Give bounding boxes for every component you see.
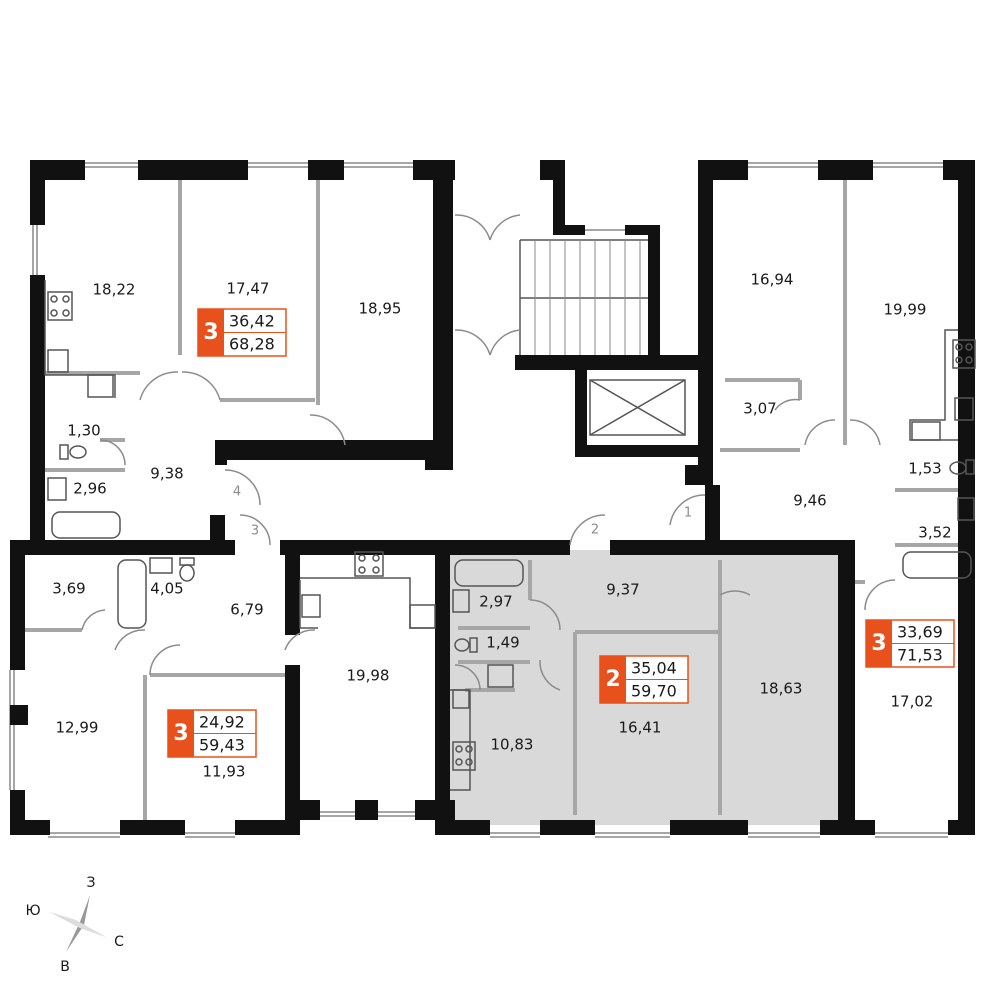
apartment-total-area: 71,53 bbox=[897, 646, 943, 665]
apartment-badge-rooms-bg bbox=[168, 710, 194, 757]
room-area-label: 16,41 bbox=[619, 719, 662, 737]
entrance-markers: 4 3 2 1 bbox=[233, 485, 692, 539]
room-area-label: 19,98 bbox=[347, 667, 390, 685]
apartment-badge-rooms-bg bbox=[866, 620, 892, 667]
room-area-label: 12,99 bbox=[56, 719, 99, 737]
entrance-number: 3 bbox=[251, 524, 259, 539]
apartment-living-area: 36,42 bbox=[229, 312, 275, 331]
room-area-label: 18,63 bbox=[760, 680, 803, 698]
room-labels: 18,22 17,47 18,95 1,30 9,38 2,96 3,69 4,… bbox=[52, 271, 951, 781]
room-area-label: 10,83 bbox=[491, 736, 534, 754]
apartment-badge[interactable]: 3 24,92 59,43 bbox=[167, 709, 257, 758]
room-area-label: 1,49 bbox=[486, 634, 519, 652]
compass-east-label: С bbox=[114, 934, 124, 950]
room-area-label: 17,47 bbox=[227, 280, 270, 298]
apartment-badge[interactable]: 2 35,04 59,70 bbox=[599, 655, 689, 704]
compass-west-label: Ю bbox=[25, 903, 40, 919]
compass-rose: З Ю С В bbox=[25, 875, 124, 975]
room-area-label: 18,22 bbox=[93, 281, 136, 299]
compass-icon bbox=[50, 895, 106, 952]
partitions bbox=[25, 180, 975, 820]
room-area-label: 17,02 bbox=[891, 693, 934, 711]
room-area-label: 1,53 bbox=[908, 460, 941, 478]
compass-north-label: З bbox=[87, 875, 96, 891]
apartment-total-area: 59,43 bbox=[199, 736, 245, 755]
apartment-living-area: 24,92 bbox=[199, 713, 245, 732]
room-area-label: 16,94 bbox=[751, 271, 794, 289]
room-area-label: 9,37 bbox=[606, 581, 639, 599]
apartment-rooms-count: 3 bbox=[173, 721, 188, 746]
apartment-badge-rooms-bg bbox=[198, 309, 224, 356]
apartment-badge[interactable]: 3 36,42 68,28 bbox=[197, 308, 287, 357]
apartment-total-area: 68,28 bbox=[229, 335, 275, 354]
entrance-number: 4 bbox=[233, 485, 241, 500]
apartment-rooms-count: 2 bbox=[605, 667, 620, 692]
room-area-label: 3,69 bbox=[52, 580, 85, 598]
entrance-number: 2 bbox=[591, 523, 599, 538]
room-area-label: 9,46 bbox=[793, 492, 826, 510]
room-area-label: 1,30 bbox=[67, 422, 100, 440]
apartment-rooms-count: 3 bbox=[871, 631, 886, 656]
entrance-number: 1 bbox=[684, 506, 692, 521]
room-area-label: 6,79 bbox=[230, 601, 263, 619]
room-area-label: 3,52 bbox=[918, 524, 951, 542]
room-area-label: 9,38 bbox=[150, 465, 183, 483]
fixtures bbox=[44, 239, 976, 791]
apartment-rooms-count: 3 bbox=[203, 320, 218, 345]
room-area-label: 2,97 bbox=[479, 593, 512, 611]
windows bbox=[9, 162, 948, 838]
room-area-label: 11,93 bbox=[203, 763, 246, 781]
doors bbox=[81, 214, 896, 691]
apartment-living-area: 35,04 bbox=[631, 659, 677, 678]
apartment-badge-rooms-bg bbox=[600, 656, 626, 703]
stair-treads bbox=[534, 240, 641, 355]
apartment-total-area: 59,70 bbox=[631, 682, 677, 701]
apartment-living-area: 33,69 bbox=[897, 623, 943, 642]
room-area-label: 2,96 bbox=[73, 480, 106, 498]
walls bbox=[10, 160, 975, 835]
apartment-badge[interactable]: 3 33,69 71,53 bbox=[865, 619, 955, 668]
room-area-label: 4,05 bbox=[150, 580, 183, 598]
room-area-label: 18,95 bbox=[359, 300, 402, 318]
compass-south-label: В bbox=[60, 959, 70, 975]
apartment-badges: 3 36,42 68,28 3 24,92 59,43 2 35,04 59,7… bbox=[167, 308, 955, 758]
room-area-label: 3,07 bbox=[743, 400, 776, 418]
room-area-label: 19,99 bbox=[884, 301, 927, 319]
